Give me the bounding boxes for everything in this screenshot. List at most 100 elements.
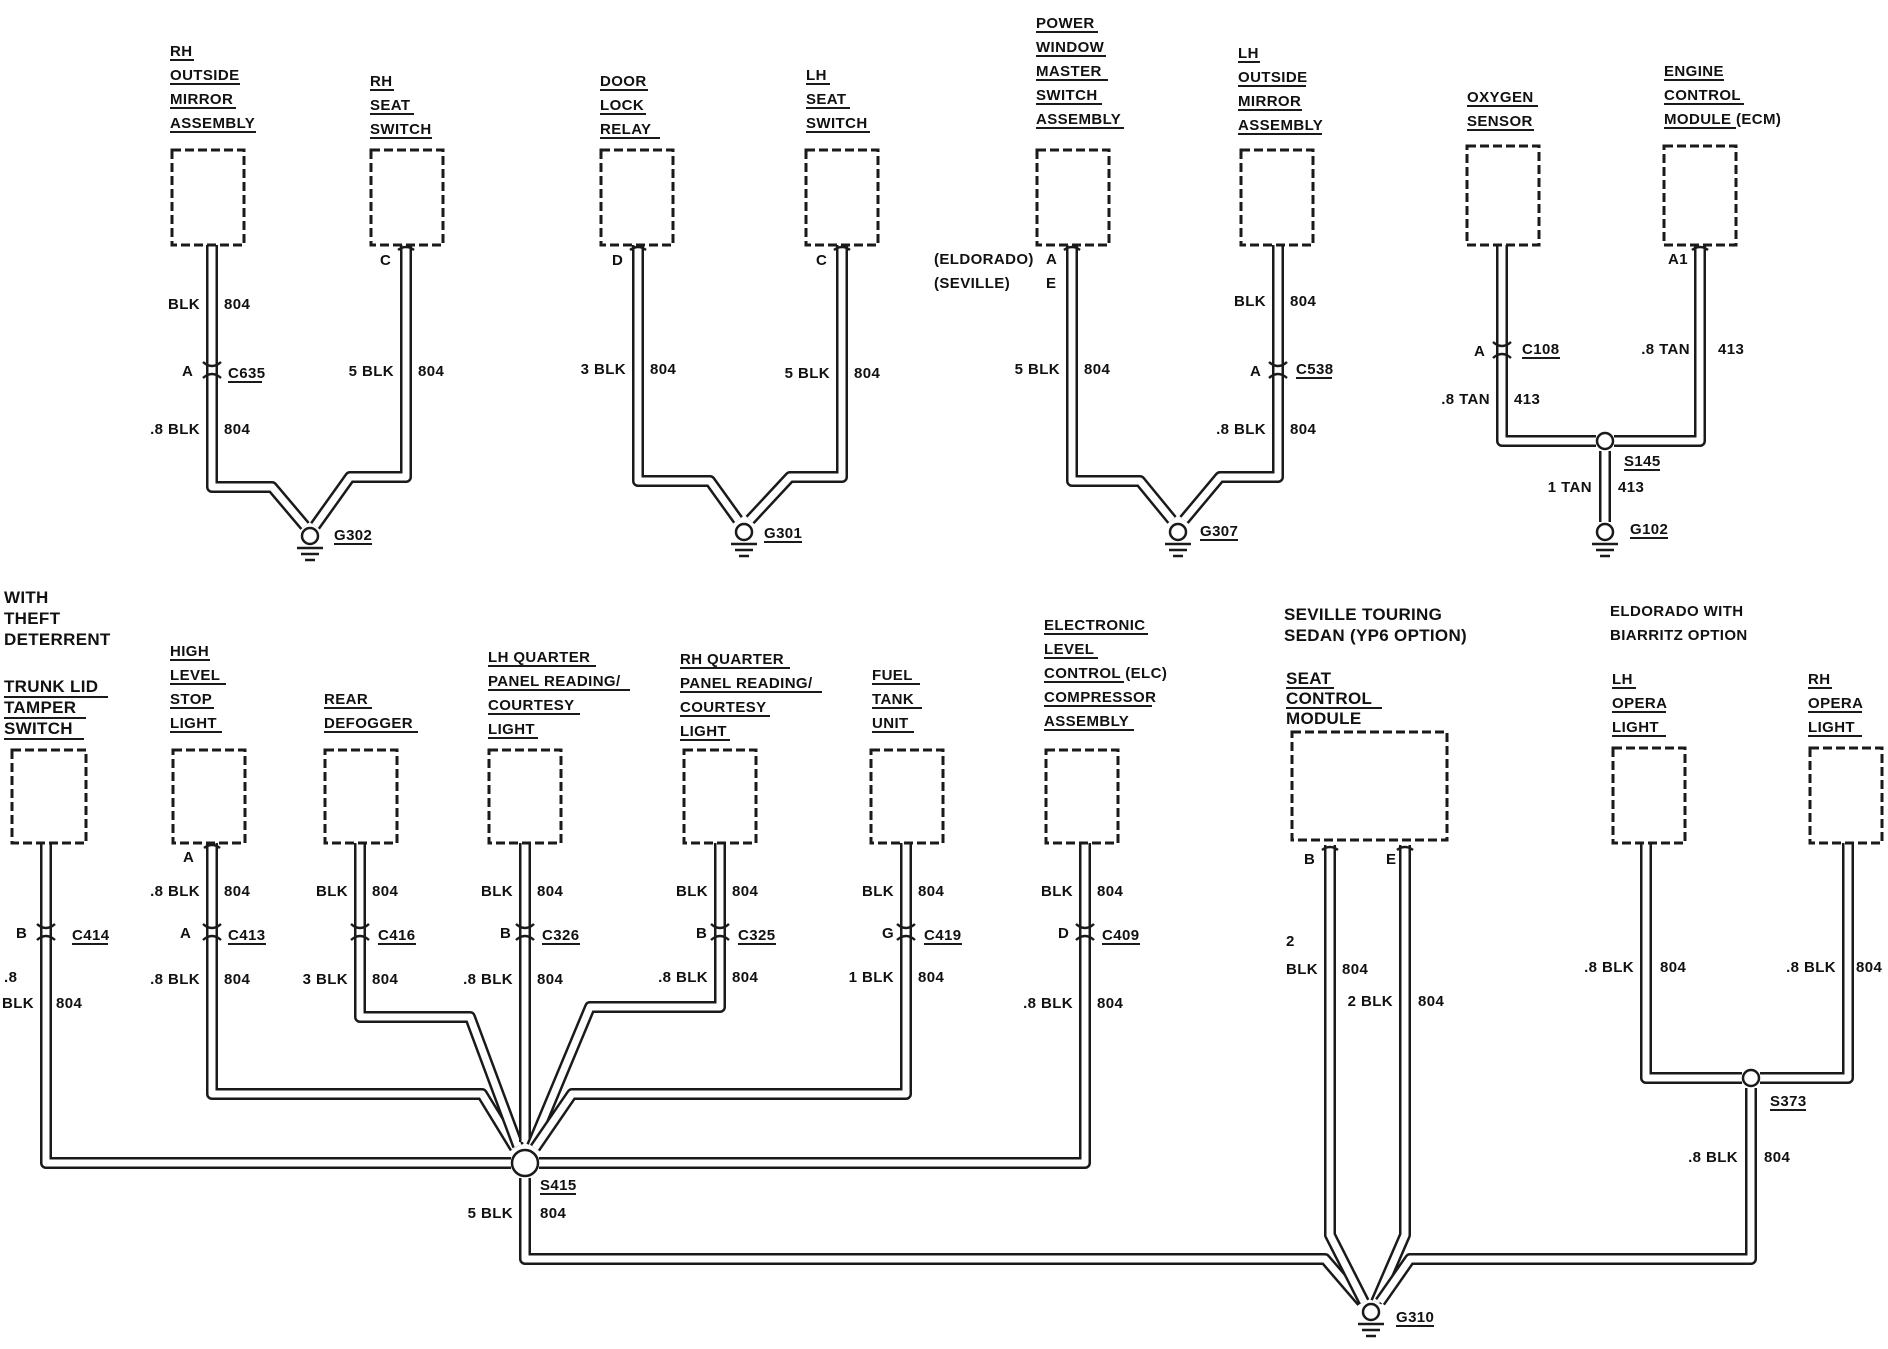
diagram-label: B bbox=[16, 925, 27, 942]
diagram-label: A bbox=[1250, 363, 1261, 380]
lh-seat-label: LH bbox=[806, 67, 827, 84]
diagram-label: BLK bbox=[676, 883, 708, 900]
diagram-label: S145 bbox=[1624, 453, 1661, 470]
diagram-label: .8 TAN bbox=[1641, 341, 1690, 358]
diagram-label: SEAT bbox=[370, 97, 411, 114]
diagram-label: S415 bbox=[540, 1177, 577, 1194]
lh-opera-light-box bbox=[1611, 746, 1687, 845]
diagram-label: OPERA bbox=[1808, 695, 1863, 712]
diagram-label: .8 BLK bbox=[658, 969, 708, 986]
seville-touring-note: SEVILLE TOURING bbox=[1284, 605, 1442, 624]
lhq-light-label: LH QUARTER bbox=[488, 649, 590, 666]
diagram-label: STOP bbox=[170, 691, 212, 708]
c635-symbol bbox=[202, 361, 222, 379]
diagram-label: BIARRITZ OPTION bbox=[1610, 627, 1748, 644]
stop-light-label: HIGH bbox=[170, 643, 209, 660]
rh-opera-light-box bbox=[1808, 746, 1884, 845]
rh-outside-mirror-box bbox=[170, 148, 246, 247]
diagram-label: C416 bbox=[378, 927, 415, 944]
diagram-label: G310 bbox=[1396, 1309, 1434, 1326]
diagram-label: BLK bbox=[316, 883, 348, 900]
diagram-label: G302 bbox=[334, 527, 372, 544]
diagram-label: TANK bbox=[872, 691, 914, 708]
rhq-light-box bbox=[682, 748, 758, 845]
diagram-label: SEAT bbox=[806, 91, 847, 108]
component-labels: RH OUTSIDE MIRROR ASSEMBLY RH SEAT SWITC… bbox=[4, 15, 1863, 741]
diagram-label: C414 bbox=[72, 927, 110, 944]
diagram-label: A bbox=[180, 925, 191, 942]
diagram-label: 804 bbox=[418, 363, 444, 380]
g301-symbol bbox=[731, 522, 757, 558]
diagram-label: B bbox=[696, 925, 707, 942]
diagram-label: .8 BLK bbox=[150, 883, 200, 900]
diagram-label: 5 BLK bbox=[349, 363, 394, 380]
wire-s373-g310 bbox=[1375, 1088, 1757, 1306]
c413-symbol bbox=[202, 923, 222, 941]
diagram-label: D bbox=[1058, 925, 1069, 942]
diagram-label: C635 bbox=[228, 365, 265, 382]
diagram-label: MODULE bbox=[1286, 709, 1361, 728]
diagram-label: BLK bbox=[1234, 293, 1266, 310]
oxygen-sensor-box bbox=[1465, 144, 1541, 247]
c538-symbol bbox=[1268, 361, 1288, 379]
diagram-label: 804 bbox=[1856, 959, 1882, 976]
stop-light-box bbox=[171, 748, 247, 845]
diagram-label: 413 bbox=[1514, 391, 1540, 408]
diagram-label: 804 bbox=[372, 971, 398, 988]
diagram-label: LIGHT bbox=[1612, 719, 1659, 736]
diagram-label: ASSEMBLY bbox=[1044, 713, 1129, 730]
diagram-label: 804 bbox=[1418, 993, 1444, 1010]
diagram-label: 804 bbox=[918, 969, 944, 986]
rh-opera-light-label: RH bbox=[1808, 671, 1830, 688]
diagram-label: D bbox=[612, 252, 623, 269]
diagram-label: .8 BLK bbox=[150, 971, 200, 988]
diagram-label: .8 BLK bbox=[463, 971, 513, 988]
diagram-label: 3 BLK bbox=[581, 361, 626, 378]
diagram-label: OPERA bbox=[1612, 695, 1667, 712]
diagram-label: 1 TAN bbox=[1548, 479, 1592, 496]
diagram-label: 3 BLK bbox=[303, 971, 348, 988]
diagram-label: 804 bbox=[224, 421, 250, 438]
diagram-label: E bbox=[1386, 851, 1396, 868]
diagram-label: COURTESY bbox=[488, 697, 575, 714]
diagram-label: 2 BLK bbox=[1348, 993, 1393, 1010]
eldorado-biarritz-note: ELDORADO WITH bbox=[1610, 603, 1744, 620]
diagram-label: 1 BLK bbox=[849, 969, 894, 986]
component-boxes bbox=[10, 144, 1884, 845]
diagram-label: 413 bbox=[1618, 479, 1644, 496]
diagram-label: C108 bbox=[1522, 341, 1559, 358]
diagram-label: .8 BLK bbox=[1786, 959, 1836, 976]
diagram-label: LIGHT bbox=[170, 715, 217, 732]
diagram-label: DEFOGGER bbox=[324, 715, 413, 732]
diagram-label: 804 bbox=[1097, 883, 1123, 900]
diagram-label: .8 BLK bbox=[150, 421, 200, 438]
diagram-label: .8 BLK bbox=[1688, 1149, 1738, 1166]
eldorado-note: (ELDORADO) bbox=[934, 251, 1034, 268]
lh-mirror-label: LH bbox=[1238, 45, 1259, 62]
wire-labels: BLK 804 .8 BLK 804 5 BLK 804 3 BLK 804 5… bbox=[2, 293, 1882, 1222]
diagram-label: SWITCH bbox=[4, 719, 73, 738]
diagram-label: 413 bbox=[1718, 341, 1744, 358]
diagram-label: 5 BLK bbox=[1015, 361, 1060, 378]
diagram-label: SENSOR bbox=[1467, 113, 1533, 130]
s415-dot bbox=[510, 1148, 540, 1178]
diagram-label: UNIT bbox=[872, 715, 909, 732]
diagram-label: LEVEL bbox=[170, 667, 220, 684]
diagram-label: A1 bbox=[1668, 251, 1688, 268]
lh-seat-switch-box bbox=[804, 148, 880, 247]
diagram-label: A bbox=[1046, 251, 1057, 268]
diagram-label: E bbox=[1046, 275, 1056, 292]
diagram-label: B bbox=[1304, 851, 1315, 868]
diagram-label: ASSEMBLY bbox=[1238, 117, 1323, 134]
diagram-label: 804 bbox=[1290, 293, 1316, 310]
diagram-label: THEFT bbox=[4, 609, 61, 628]
seat-control-module-label: SEAT bbox=[1286, 669, 1332, 688]
lhq-light-box bbox=[487, 748, 563, 845]
s373-dot bbox=[1741, 1068, 1761, 1088]
wires bbox=[40, 245, 1854, 1306]
wire-s415-g310 bbox=[519, 1178, 1367, 1306]
diagram-label: 804 bbox=[224, 971, 250, 988]
splice-symbols bbox=[510, 431, 1761, 1178]
door-lock-label: DOOR bbox=[600, 73, 647, 90]
diagram-label: C413 bbox=[228, 927, 265, 944]
